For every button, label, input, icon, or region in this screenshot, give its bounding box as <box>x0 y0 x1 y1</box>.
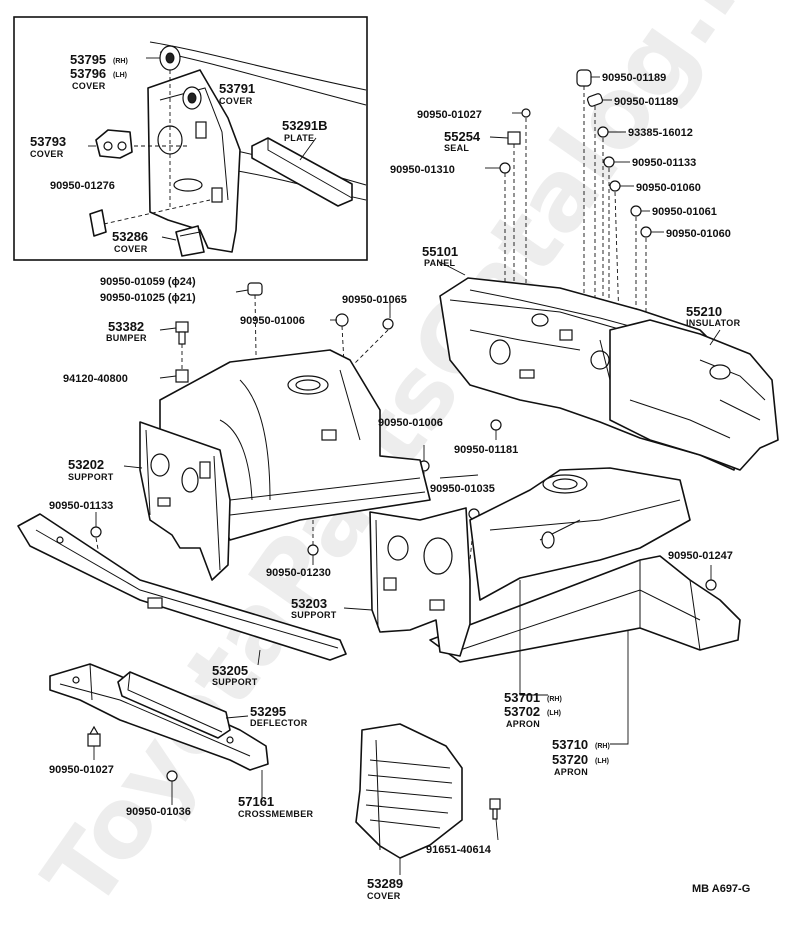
diagram-reference: MB A697-G <box>692 883 750 895</box>
label-90950-01027-top: 90950-01027 <box>417 109 482 121</box>
label-53702-side: (LH) <box>547 710 561 717</box>
label-53702: 53702 <box>504 704 540 719</box>
label-55210: 55210 <box>686 304 722 319</box>
label-53203-desc: SUPPORT <box>291 610 337 620</box>
label-53203: 53203 <box>291 596 327 611</box>
label-53793: 53793 <box>30 134 66 149</box>
label-53202-desc: SUPPORT <box>68 472 114 482</box>
label-53202: 53202 <box>68 457 104 472</box>
insulator-55210 <box>609 319 779 471</box>
label-94120-40800: 94120-40800 <box>63 373 128 385</box>
label-90950-01025: 90950-01025 (ϕ21) <box>100 292 196 304</box>
crossmember-57161 <box>49 663 269 771</box>
label-53701-desc: APRON <box>506 719 540 729</box>
label-53701-side: (RH) <box>547 696 562 703</box>
plate-53291b-shape <box>251 137 353 207</box>
label-53796: 53796 <box>70 66 106 81</box>
label-90950-01189-b: 90950-01189 <box>614 96 678 108</box>
label-53791: 53791 <box>219 81 255 96</box>
label-90950-01035: 90950-01035 <box>430 483 495 495</box>
label-90950-01059: 90950-01059 (ϕ24) <box>100 276 196 288</box>
label-53205: 53205 <box>212 663 248 678</box>
label-90950-01189-a: 90950-01189 <box>602 72 666 84</box>
inset-detail <box>13 16 368 261</box>
label-93385-16012: 93385-16012 <box>628 127 693 139</box>
right-apron <box>469 467 691 601</box>
cover-53793-shape <box>95 129 133 159</box>
label-53720-side: (LH) <box>595 758 609 765</box>
label-90950-01310: 90950-01310 <box>390 164 455 176</box>
label-53795-side: (RH) <box>113 58 128 65</box>
label-53710-desc: APRON <box>554 767 588 777</box>
bottom-fasteners <box>87 715 501 841</box>
label-55254: 55254 <box>444 129 481 144</box>
label-53295-desc: DEFLECTOR <box>250 718 308 728</box>
label-53289: 53289 <box>367 876 403 891</box>
main-leaders <box>123 261 721 745</box>
label-53710-side: (RH) <box>595 743 610 750</box>
label-53710: 53710 <box>552 737 588 752</box>
label-90950-01027-bot: 90950-01027 <box>49 764 114 776</box>
label-55101-desc: PANEL <box>424 258 456 268</box>
label-90950-01060-a: 90950-01060 <box>636 182 701 194</box>
label-53701: 53701 <box>504 690 540 705</box>
support-53205 <box>17 513 347 661</box>
label-53286-desc: COVER <box>114 244 148 254</box>
label-90950-01230: 90950-01230 <box>266 567 331 579</box>
label-90950-01036: 90950-01036 <box>126 806 191 818</box>
label-90950-01006-b: 90950-01006 <box>378 417 443 429</box>
label-55254-desc: SEAL <box>444 143 469 153</box>
clip-90950-01276-shape <box>89 209 107 237</box>
label-53720: 53720 <box>552 752 588 767</box>
label-90950-01061: 90950-01061 <box>652 206 717 218</box>
label-90950-01133-r: 90950-01133 <box>632 157 696 169</box>
label-90950-01006-a: 90950-01006 <box>240 315 305 327</box>
label-53796-side: (LH) <box>113 72 127 79</box>
label-90950-01133-l: 90950-01133 <box>49 500 113 512</box>
label-53291b-desc: PLATE <box>284 133 314 143</box>
label-53382: 53382 <box>108 319 144 334</box>
label-53291b: 53291B <box>282 118 328 133</box>
cover-53289 <box>355 723 463 875</box>
label-53791-desc: COVER <box>219 96 253 106</box>
support-53203 <box>369 507 471 657</box>
label-91651-40614: 91651-40614 <box>426 844 492 856</box>
label-90950-01065: 90950-01065 <box>342 294 407 306</box>
label-57161-desc: CROSSMEMBER <box>238 809 314 819</box>
label-55210-desc: INSULATOR <box>686 318 741 328</box>
label-57161: 57161 <box>238 794 274 809</box>
label-53795-desc: COVER <box>72 81 106 91</box>
label-90950-01247: 90950-01247 <box>668 550 733 562</box>
cover-53286-shape <box>175 225 205 257</box>
label-53795: 53795 <box>70 52 106 67</box>
label-90950-01181: 90950-01181 <box>454 444 518 456</box>
lower-apron-53710 <box>429 555 741 663</box>
label-53793-desc: COVER <box>30 149 64 159</box>
label-90950-01276: 90950-01276 <box>50 180 115 192</box>
label-53286: 53286 <box>112 229 148 244</box>
label-53205-desc: SUPPORT <box>212 677 258 687</box>
label-53382-desc: BUMPER <box>106 333 147 343</box>
label-53295: 53295 <box>250 704 286 719</box>
deflector-53295 <box>117 671 231 739</box>
support-53202 <box>139 421 231 581</box>
label-55101: 55101 <box>422 244 458 259</box>
inset-support-panel <box>147 69 241 253</box>
label-53289-desc: COVER <box>367 891 401 901</box>
label-90950-01060-b: 90950-01060 <box>666 228 731 240</box>
